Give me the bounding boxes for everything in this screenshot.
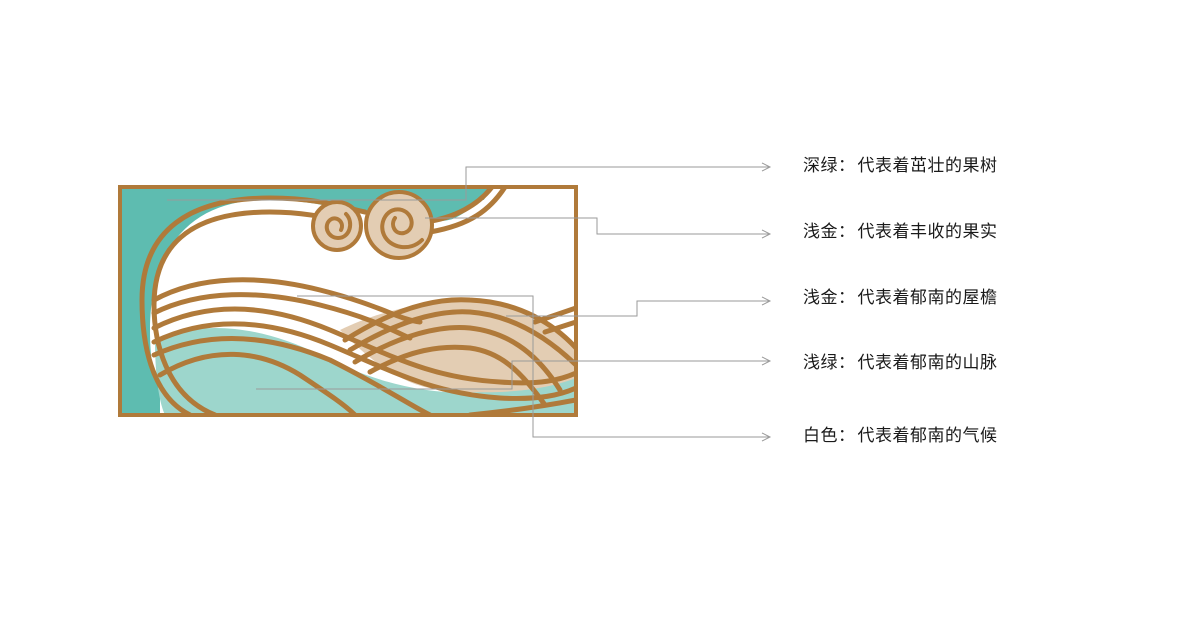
color-meaning: 代表着茁壮的果树 — [857, 156, 998, 176]
arrow-icon — [761, 432, 772, 442]
separator: ： — [838, 426, 856, 446]
fruit-spirals — [311, 190, 434, 260]
legend-label-white: 白色：代表着郁南的气候 — [803, 426, 998, 446]
separator: ： — [838, 156, 856, 176]
color-name: 浅绿 — [803, 353, 838, 373]
illustration-frame — [118, 185, 578, 417]
illustration-panel — [118, 185, 578, 417]
arrow-icon — [761, 162, 772, 172]
color-name: 浅金 — [803, 222, 838, 242]
callout-line-fruit — [425, 217, 770, 235]
callout-lines — [167, 162, 772, 442]
legend-label-dark-green: 深绿：代表着茁壮的果树 — [803, 156, 998, 176]
legend-label-light-green: 浅绿：代表着郁南的山脉 — [803, 353, 998, 373]
color-meaning: 代表着郁南的屋檐 — [857, 288, 998, 308]
color-name: 深绿 — [803, 156, 838, 176]
callout-line-dark-teal — [167, 166, 770, 201]
separator: ： — [838, 222, 856, 242]
callout-line-mountain — [256, 360, 770, 390]
separator: ： — [838, 353, 856, 373]
separator: ： — [838, 288, 856, 308]
arrow-icon — [761, 356, 772, 366]
color-meaning: 代表着郁南的山脉 — [857, 353, 998, 373]
color-name: 白色 — [803, 426, 838, 446]
arrow-icon — [761, 229, 772, 239]
legend-label-light-gold-eave: 浅金：代表着郁南的屋檐 — [803, 288, 998, 308]
color-meaning: 代表着丰收的果实 — [857, 222, 998, 242]
color-meaning: 代表着郁南的气候 — [857, 426, 998, 446]
callout-line-eave — [506, 300, 770, 317]
legend-label-light-gold-fruit: 浅金：代表着丰收的果实 — [803, 222, 998, 242]
arrow-icon — [761, 296, 772, 306]
callout-line-white — [297, 295, 770, 438]
color-name: 浅金 — [803, 288, 838, 308]
dark-teal-tree-area — [120, 187, 492, 415]
